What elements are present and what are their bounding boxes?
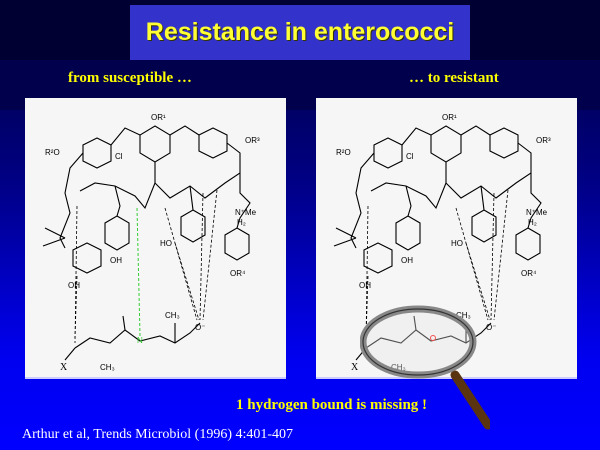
vancomycin-dala-dlac-diagram (333, 113, 551, 373)
label-cl: Cl (115, 152, 123, 161)
label-or3: OR³ (245, 136, 260, 145)
label-nme: N⁺Me (235, 208, 257, 217)
left-heading: from susceptible … (68, 70, 192, 86)
ester-oxygen-mark (430, 335, 436, 341)
label-or1: OR¹ (151, 113, 166, 122)
citation: Arthur et al, Trends Microbiol (1996) 4:… (22, 427, 294, 442)
susceptible-structure-panel: OR¹ R²O Cl OR³ OR⁴ HO OH OH N⁺Me H₂ O⁻ C… (25, 98, 286, 379)
slide-title: Resistance in enterococci (145, 18, 455, 46)
label-ch3b: CH₃ (100, 363, 115, 372)
label-h2: H₂ (237, 218, 246, 227)
label-ch3: CH₃ (165, 311, 180, 320)
label-or4: OR⁴ (230, 269, 246, 278)
right-heading: … to resistant (409, 70, 499, 86)
vancomycin-dala-dala-diagram: OR¹ R²O Cl OR³ OR⁴ HO OH OH N⁺Me H₂ O⁻ C… (42, 113, 260, 373)
title-box: Resistance in enterococci (130, 5, 470, 60)
label-oh: OH (110, 256, 122, 265)
resistant-structure-panel (316, 98, 577, 379)
label-ominus: O⁻ (195, 323, 205, 332)
label-oh2: OH (68, 281, 80, 290)
caption: 1 hydrogen bound is missing ! (236, 397, 428, 413)
label-x: X (60, 362, 68, 373)
label-nh-green: N (137, 336, 143, 345)
label-r2o: R²O (45, 148, 60, 157)
label-ho: HO (160, 239, 172, 248)
missing-hbond-line (136, 207, 141, 337)
